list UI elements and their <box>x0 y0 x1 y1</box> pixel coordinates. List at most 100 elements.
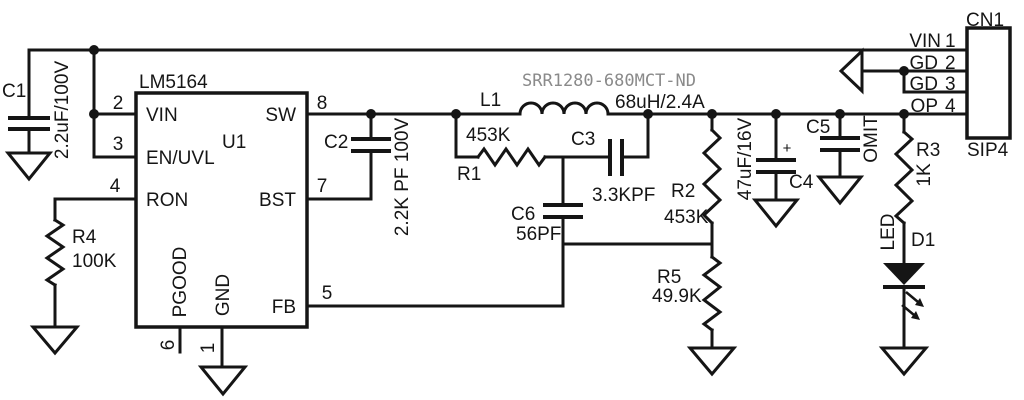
cn1-pin-gd2-label: GD <box>910 53 939 74</box>
r2-value-label: 453K <box>664 207 709 228</box>
cn1-pin-op-label: OP <box>911 96 938 117</box>
ground-icon <box>4 151 54 182</box>
cn1-connector <box>838 26 1012 140</box>
led-arrowhead <box>915 298 924 307</box>
r3-ref-label: R3 <box>916 140 940 161</box>
cn1-outline <box>965 26 1012 140</box>
junction-dot <box>643 109 653 119</box>
led-arrow-icon <box>905 291 919 303</box>
ground-icon <box>815 175 865 206</box>
u1-pin-vin-label: VIN <box>146 105 178 126</box>
r1-zigzag <box>475 146 548 168</box>
c4-capacitor <box>751 112 801 229</box>
r4-value-label: 100K <box>72 251 117 272</box>
c6-ref-label: C6 <box>511 204 535 225</box>
r3-value-label: 1K <box>914 163 935 187</box>
led-arrowhead <box>911 311 920 320</box>
junction-dot <box>899 109 909 119</box>
junction-dot <box>835 109 845 119</box>
r4-ref-label: R4 <box>72 227 97 248</box>
l1-ref-label: L1 <box>480 90 501 111</box>
c3-to-rail-wire <box>620 112 650 159</box>
u1-pin2-number: 2 <box>113 93 124 114</box>
cn1-package-label: SIP4 <box>967 140 1009 161</box>
c2-to-bst-wire <box>305 149 373 201</box>
c4-value-label: 47uF/16V <box>735 117 756 200</box>
c5-capacitor <box>815 112 865 206</box>
u1-pin1-number: 1 <box>198 343 219 354</box>
junction-dots <box>89 45 909 119</box>
u1-part-label: LM5164 <box>139 72 208 93</box>
r5-value-label: 49.9K <box>652 286 702 307</box>
c3-value-label: 3.3KPF <box>592 185 655 206</box>
d1-value-label: LED <box>878 214 899 251</box>
u1-ref-label: U1 <box>222 132 246 153</box>
c3-ref-label: C3 <box>571 129 595 150</box>
c2-ref-label: C2 <box>324 132 348 153</box>
ground-icon <box>751 198 801 229</box>
junction-dot <box>771 109 781 119</box>
c1-value-label: 2.2uF/100V <box>52 61 73 160</box>
r5-ref-label: R5 <box>657 267 681 288</box>
u1-pin-sw-label: SW <box>265 105 296 126</box>
u1-pin-fb-label: FB <box>272 297 296 318</box>
d1-ref-label: D1 <box>911 230 935 251</box>
c2-value-label: 2.2K PF 100V <box>392 118 413 237</box>
r4-top-lead <box>53 197 138 222</box>
u1-pin-en-label: EN/UVL <box>146 148 215 169</box>
c4-ref-label: C4 <box>789 172 814 193</box>
cn1-pin-gd3-label: GD <box>910 74 939 95</box>
u1-ic-body <box>134 91 309 397</box>
ground-left-icon <box>838 47 864 95</box>
junction-dot <box>366 109 376 119</box>
vin-rail <box>27 48 969 159</box>
l1-part-number-label: SRR1280-680MCT-ND <box>522 71 696 91</box>
sw-rail-and-c2 <box>305 112 522 201</box>
r4-resistor <box>29 197 138 356</box>
r1-ref-label: R1 <box>457 164 481 185</box>
junction-dot <box>899 66 909 76</box>
l1-coil <box>518 101 610 116</box>
u1-pin-pgood-label: PGOOD <box>170 247 191 318</box>
u1-pin6-number: 6 <box>158 340 179 351</box>
junction-dot <box>89 109 99 119</box>
u1-pin8-number: 8 <box>317 93 328 114</box>
c1-capacitor <box>4 48 54 182</box>
c6-value-label: 56PF <box>516 224 561 245</box>
u1-pin5-number: 5 <box>322 283 333 304</box>
cn1-pin4-number: 4 <box>945 96 956 117</box>
u1-pin4-number: 4 <box>110 176 121 197</box>
l1-value-label: 68uH/2.4A <box>615 92 705 113</box>
u1-pin-ron-label: RON <box>146 190 188 211</box>
cn1-pin1-number: 1 <box>945 31 956 52</box>
r3-zigzag <box>893 129 915 226</box>
r1-value-label: 453K <box>466 125 511 146</box>
ground-icon <box>686 346 738 377</box>
r4-zigzag <box>44 217 66 288</box>
led-diode-icon <box>883 263 925 285</box>
u1-pin3-number: 3 <box>113 134 124 155</box>
u1-pin7-number: 7 <box>317 176 328 197</box>
cn1-ref-label: CN1 <box>966 10 1004 31</box>
cn1-pin3-number: 3 <box>945 74 956 95</box>
c4-polarity-mark: + <box>783 140 792 157</box>
r1-c3-network <box>454 112 650 176</box>
c1-ref-label: C1 <box>2 81 26 102</box>
r2-r5-divider <box>686 112 738 377</box>
c6-fb-network <box>305 155 714 308</box>
ground-icon <box>197 365 249 397</box>
junction-dot <box>707 109 717 119</box>
u1-pin-bst-label: BST <box>259 190 296 211</box>
r2-zigzag <box>701 127 723 226</box>
junction-dot <box>451 109 461 119</box>
u1-pin-gnd-label: GND <box>213 274 234 316</box>
cn1-pin2-number: 2 <box>945 53 956 74</box>
c5-value-label: OMIT <box>861 115 882 163</box>
cn1-pin-vin-label: VIN <box>909 31 941 52</box>
ground-icon <box>29 325 81 356</box>
c5-ref-label: C5 <box>806 117 830 138</box>
junction-dot <box>89 45 99 55</box>
r5-zigzag <box>701 254 723 333</box>
